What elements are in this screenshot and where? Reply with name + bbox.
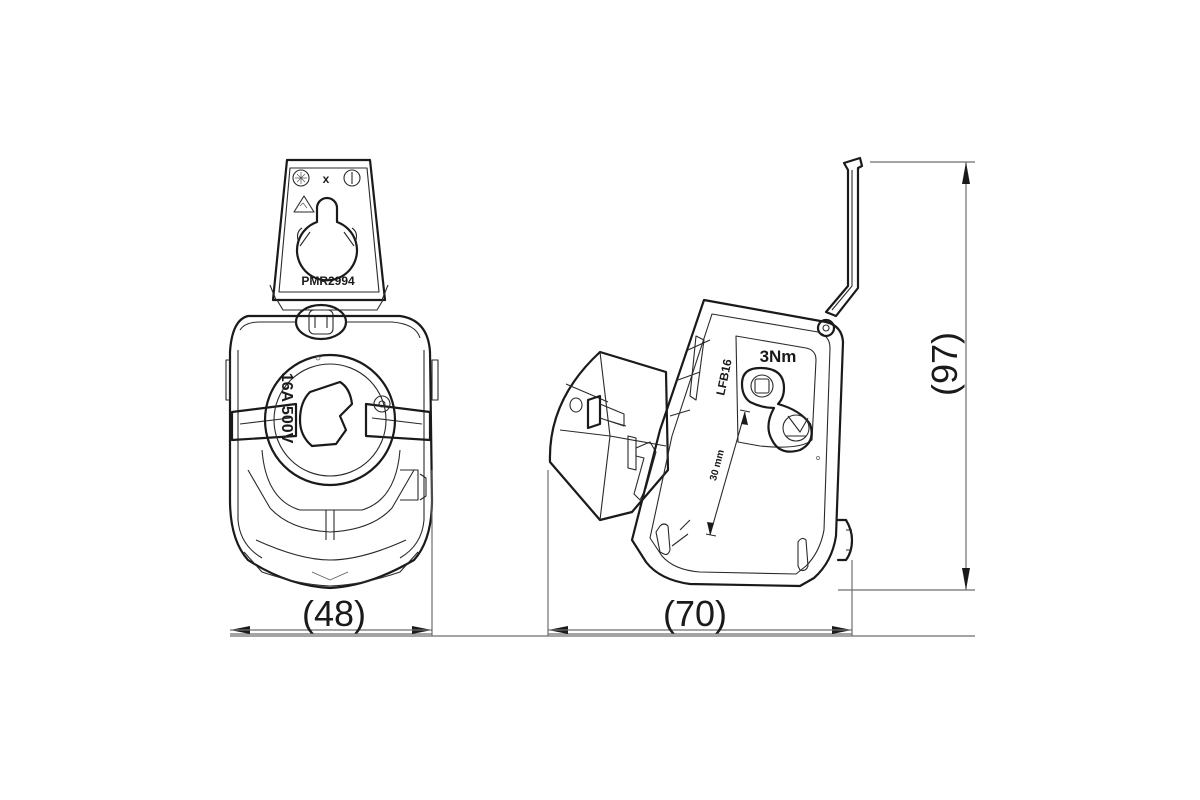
side-lid [816, 156, 864, 338]
front-lid: x PMR2994 [269, 158, 389, 311]
side-body: 3Nm LFB16 30 mm [630, 298, 854, 588]
torque-label: 3Nm [760, 347, 797, 366]
lid-marker: x [323, 172, 330, 186]
code-label: LFB16 [713, 357, 734, 396]
strip-length-label: 30 mm [708, 449, 727, 483]
side-view: 3Nm LFB16 30 mm [548, 156, 864, 588]
lid-part-number: PMR2994 [301, 274, 355, 288]
height-dimension: (97) [924, 332, 965, 396]
front-view: x PMR2994 [225, 158, 439, 590]
front-width-dimension: (48) [302, 593, 366, 634]
side-width-dimension: (70) [663, 593, 727, 634]
front-body: 16A 500V [225, 314, 439, 590]
rating-label: 16A 500V [278, 373, 295, 444]
dimension-lines [230, 161, 975, 637]
front-hinge [294, 303, 348, 341]
side-rear-plug [548, 350, 670, 522]
